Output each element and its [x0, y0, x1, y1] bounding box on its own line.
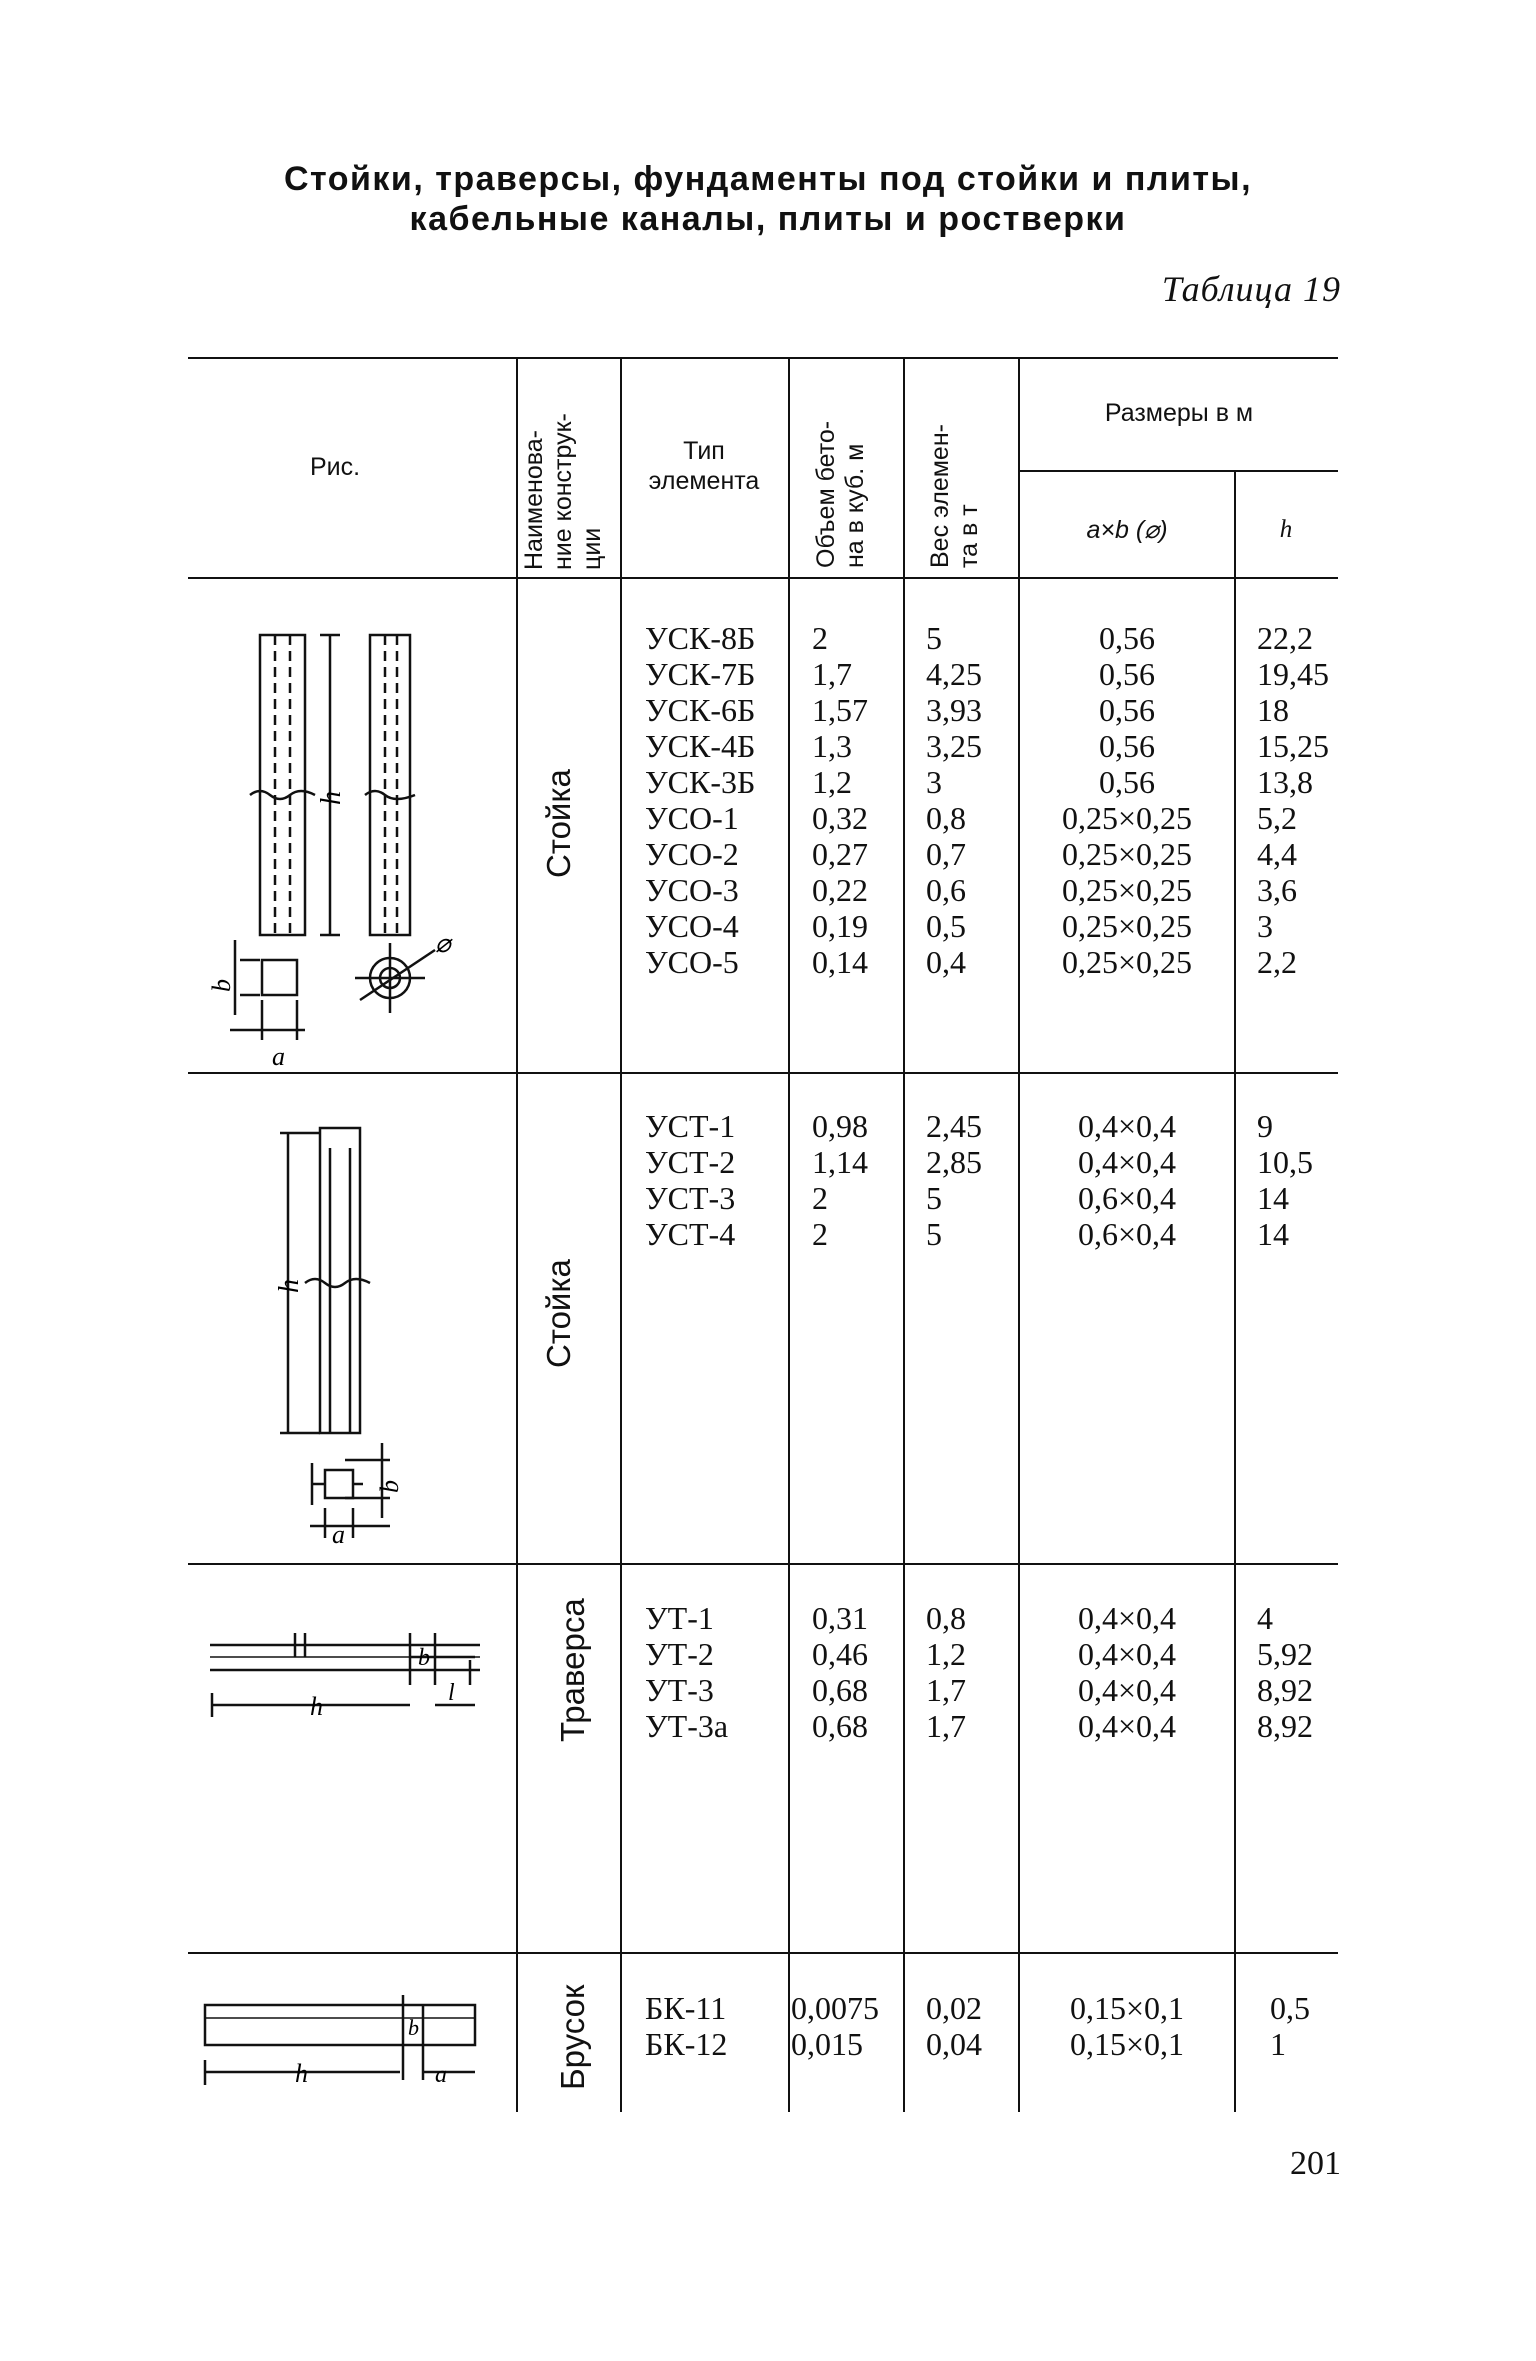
section-1-weight: 5 4,25 3,93 3,25 3 0,8 0,7 0,6 0,5 0,4: [926, 620, 982, 980]
section-name-4: Брусок: [554, 1984, 591, 2090]
section-4-type: БК-11 БК-12: [645, 1990, 728, 2062]
section-2-axb: 0,4×0,4 0,4×0,4 0,6×0,4 0,6×0,4: [1077, 1108, 1177, 1252]
header-fig: Рис.: [309, 453, 361, 481]
section-3-axb: 0,4×0,4 0,4×0,4 0,4×0,4 0,4×0,4: [1077, 1600, 1177, 1744]
section-2-weight: 2,45 2,85 5 5: [926, 1108, 982, 1252]
section-2-volume: 0,98 1,14 2 2: [812, 1108, 868, 1252]
figure-usk-column: h b a ⌀: [207, 633, 453, 1070]
section-2-h: 9 10,5 14 14: [1257, 1108, 1313, 1252]
fig3-label-b: b: [418, 1645, 430, 1671]
header-type: Тип элемента: [648, 437, 760, 495]
section-1-type: УСК-8Б УСК-7Б УСК-6Б УСК-4Б УСК-3Б УСО-1…: [645, 620, 756, 980]
section-4-h: 0,5 1: [1270, 1990, 1310, 2062]
figure-traverse: h b l: [210, 1633, 480, 1721]
fig1-label-a: a: [272, 1042, 285, 1070]
fig1-label-diam: ⌀: [435, 929, 453, 958]
section-4-volume: 0,0075 0,015: [791, 1990, 879, 2062]
fig2-label-b: b: [375, 1480, 404, 1493]
fig4-label-a: a: [435, 2062, 447, 2088]
fig3-label-h: h: [310, 1692, 323, 1721]
fig1-label-h: h: [316, 791, 347, 805]
fig2-label-h: h: [274, 1279, 305, 1293]
section-1-axb: 0,56 0,56 0,56 0,56 0,56 0,25×0,25 0,25×…: [1061, 620, 1193, 980]
figure-bar: h b a: [203, 1995, 477, 2088]
fig4-label-b: b: [408, 2015, 419, 2040]
figure-ust-column: h b a: [274, 1126, 404, 1548]
section-3-h: 4 5,92 8,92 8,92: [1257, 1600, 1313, 1744]
table-title-line2: кабельные каналы, плиты и ростверки: [409, 200, 1127, 238]
section-3-weight: 0,8 1,2 1,7 1,7: [926, 1600, 966, 1744]
header-h: h: [1279, 516, 1293, 543]
section-2-type: УСТ-1 УСТ-2 УСТ-3 УСТ-4: [645, 1108, 736, 1252]
section-name-1: Стойка: [540, 769, 577, 878]
section-4-weight: 0,02 0,04: [926, 1990, 982, 2062]
section-3-type: УТ-1 УТ-2 УТ-3 УТ-3а: [645, 1600, 729, 1744]
fig2-label-a: a: [332, 1520, 345, 1548]
header-weight: Вес элемен- та в т: [926, 424, 983, 568]
page-number: 201: [1290, 2145, 1341, 2182]
header-volume: Объем бето- на в куб. м: [812, 420, 869, 568]
table-caption: Таблица 19: [1161, 269, 1341, 309]
section-1-volume: 2 1,7 1,57 1,3 1,2 0,32 0,27 0,22 0,19 0…: [812, 620, 868, 980]
section-1-h: 22,2 19,45 18 15,25 13,8 5,2 4,4 3,6 3 2…: [1257, 620, 1329, 980]
section-name-3: Траверса: [554, 1598, 591, 1742]
header-sizes: Размеры в м: [1104, 399, 1254, 427]
section-4-axb: 0,15×0,1 0,15×0,1: [1069, 1990, 1185, 2062]
fig4-label-h: h: [295, 2059, 308, 2088]
header-name: Наименова- ние конструк- ции: [520, 413, 606, 570]
fig3-label-l: l: [448, 1680, 455, 1706]
section-name-2: Стойка: [540, 1259, 577, 1368]
table-title-line1: Стойки, траверсы, фундаменты под стойки …: [283, 160, 1253, 198]
fig1-label-b: b: [207, 979, 236, 992]
section-3-volume: 0,31 0,46 0,68 0,68: [812, 1600, 868, 1744]
header-axb: a×b (⌀): [1086, 516, 1168, 544]
